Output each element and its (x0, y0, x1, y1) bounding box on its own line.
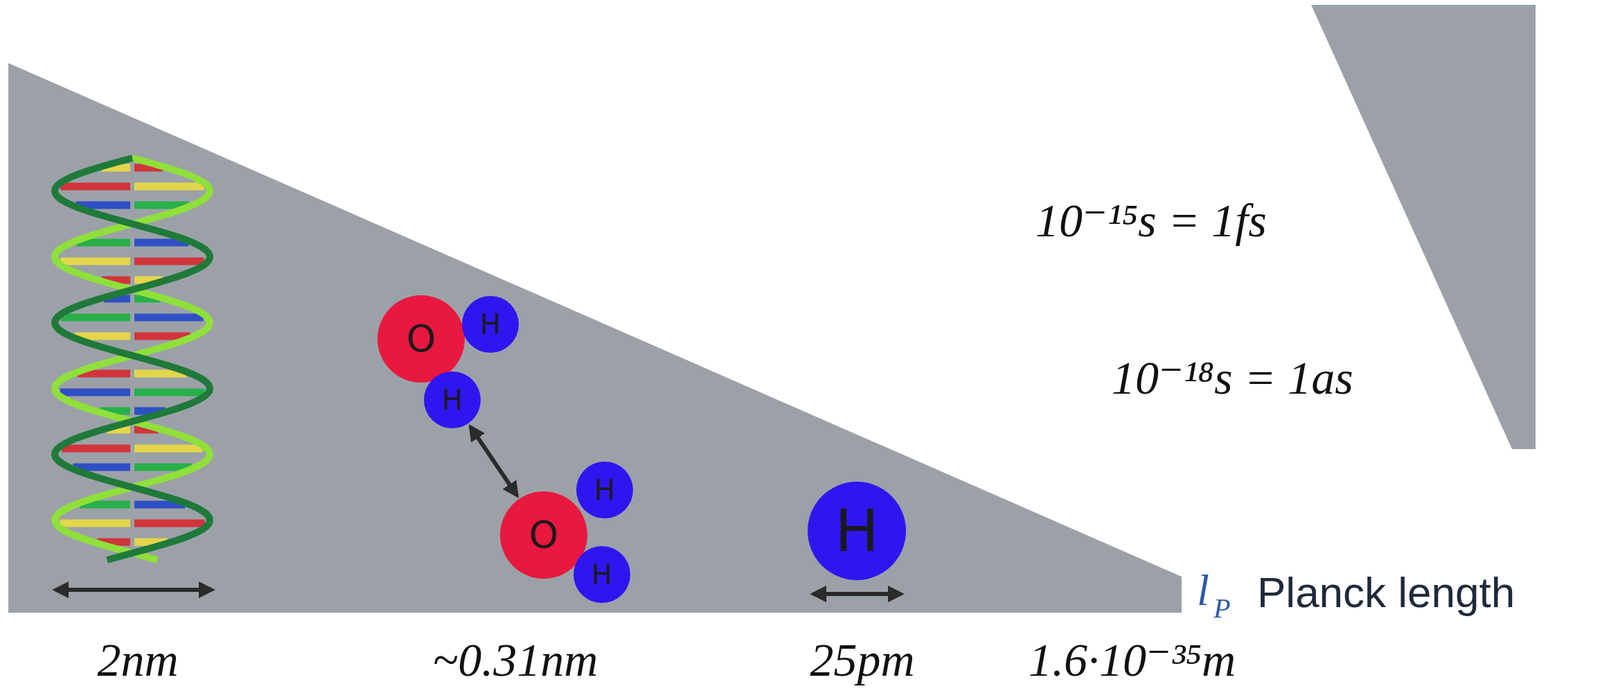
base-pair (60, 388, 131, 397)
hydrogen-atom: H (576, 461, 634, 519)
symbol: l (1196, 567, 1210, 613)
atom-symbol: O (529, 516, 559, 554)
dna-strand (54, 157, 210, 560)
hydrogen-atom: H (461, 295, 519, 353)
time-scale: 10⁻¹⁵s = 1fs (1035, 196, 1267, 244)
hydrogen-atom: H (807, 481, 906, 580)
base-pair (60, 257, 131, 266)
atom-symbol: O (406, 320, 437, 358)
hydrogen-atom: H (423, 371, 481, 429)
base-pair (134, 444, 203, 453)
atom-symbol: H (834, 501, 879, 560)
dimension-label: 1.6·10⁻³⁵m (1028, 635, 1236, 683)
base-pair (134, 257, 204, 266)
base-pair (134, 388, 205, 397)
dna-helix (54, 157, 210, 560)
oxygen-atom: O (377, 295, 465, 383)
time-scale: 10⁻¹⁸s = 1as (1111, 353, 1354, 402)
base-pair (60, 182, 131, 191)
hydrogen-bond-arrow (470, 426, 517, 496)
base-pair (61, 444, 131, 453)
base-pair (134, 182, 204, 191)
hydrogen-atom: H (573, 545, 631, 603)
atom-symbol: H (591, 560, 613, 589)
atom-symbol: H (480, 310, 501, 339)
dimension-label: 2nm (96, 635, 179, 683)
dimension-label: 25pm (809, 635, 915, 683)
scale-name: Planck length (1257, 570, 1515, 614)
dimension-arrow (55, 587, 212, 592)
base-pair (134, 519, 206, 528)
atom-symbol: H (594, 475, 616, 504)
base-pair (134, 313, 204, 322)
dimension-arrow (813, 591, 902, 596)
dimension-label: ~0.31nm (432, 635, 599, 683)
length-scale-wedge (8, 63, 1182, 613)
subscript: P (1213, 594, 1231, 622)
dna-strand (54, 157, 210, 560)
atom-symbol: H (441, 385, 463, 414)
base-pair (60, 313, 131, 322)
base-pair (59, 519, 131, 528)
